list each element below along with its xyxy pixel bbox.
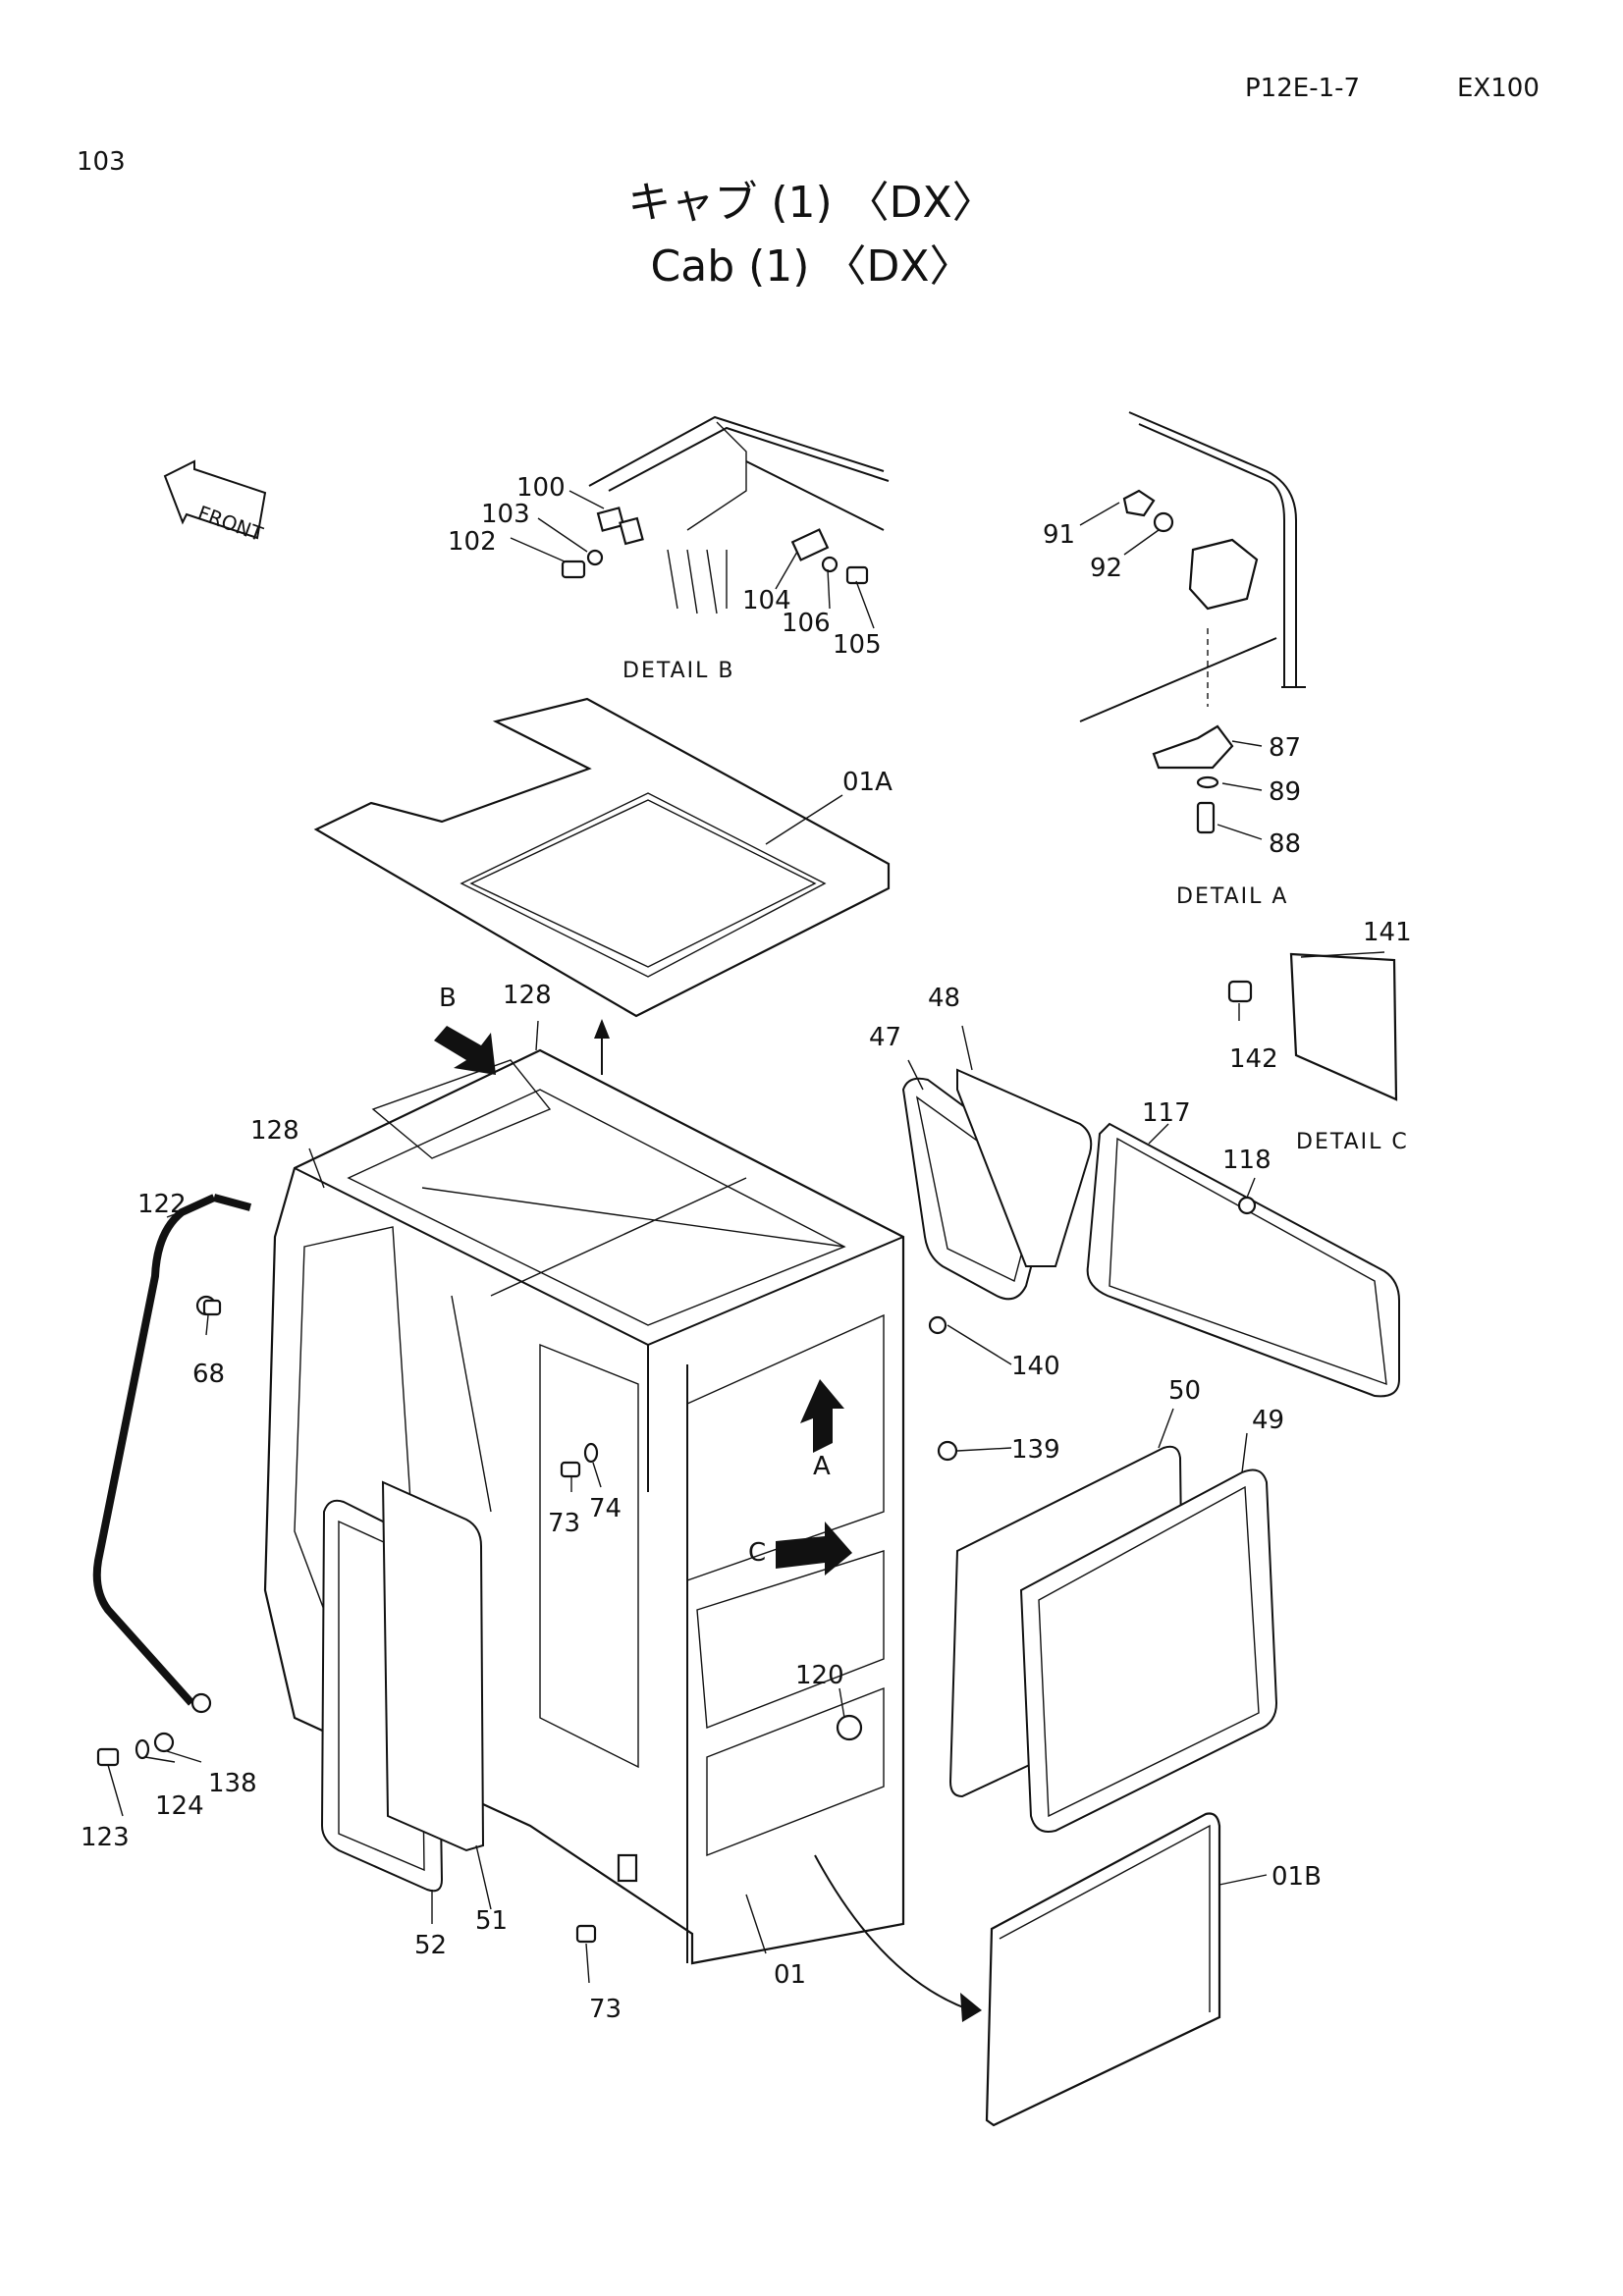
window-seal-49 [1019, 1468, 1278, 1833]
callout-49: 49 [1252, 1406, 1284, 1435]
callout-140: 140 [1011, 1352, 1060, 1381]
callout-88: 88 [1269, 829, 1301, 859]
window-glass-48 [956, 1068, 1093, 1267]
callout-141: 141 [1363, 918, 1412, 947]
callout-74: 74 [589, 1494, 622, 1523]
callout-91: 91 [1043, 520, 1075, 550]
front-label: FRONT [194, 501, 266, 546]
view-arrow-b-icon [434, 1026, 496, 1075]
title-japanese: キャブ (1) 〈DX〉 [627, 178, 996, 228]
callout-73-upper: 73 [548, 1509, 580, 1538]
callout-117: 117 [1142, 1098, 1191, 1128]
front-arrow-icon: FRONT [163, 459, 266, 546]
panel-arrow [814, 1854, 978, 2013]
callout-138: 138 [208, 1769, 257, 1798]
fasteners [96, 1196, 1257, 1944]
callout-73-lower: 73 [589, 1995, 622, 2024]
roof-panel-01a [313, 697, 891, 1018]
detail-a-drawing [1079, 411, 1306, 834]
detail-c-drawing [1227, 952, 1398, 1101]
handrail-122 [92, 1194, 252, 1714]
callout-01b: 01B [1271, 1862, 1322, 1892]
callout-128-left: 128 [250, 1116, 299, 1146]
callout-124: 124 [155, 1791, 204, 1821]
callout-92: 92 [1090, 554, 1122, 583]
callout-68: 68 [192, 1360, 225, 1389]
callout-01a: 01A [842, 768, 893, 797]
callout-51: 51 [475, 1906, 508, 1936]
callout-50: 50 [1168, 1376, 1201, 1406]
window-glass-117 [1086, 1122, 1400, 1398]
callout-128-top: 128 [503, 981, 552, 1010]
callout-89: 89 [1269, 777, 1301, 807]
callout-48: 48 [928, 984, 960, 1013]
callout-47: 47 [869, 1023, 901, 1052]
callout-139: 139 [1011, 1435, 1060, 1465]
page-reference: P12E-1-7 [1245, 74, 1361, 103]
detail-a-label: DETAIL A [1176, 884, 1288, 909]
callout-102: 102 [448, 527, 497, 557]
page-number: 103 [77, 147, 126, 177]
view-arrow-a-label: A [813, 1452, 831, 1481]
model-code: EX100 [1457, 74, 1540, 103]
callout-104: 104 [742, 586, 791, 615]
detail-b-label: DETAIL B [622, 659, 734, 683]
rear-panel-01b [985, 1812, 1221, 2127]
callout-106: 106 [782, 609, 831, 638]
callout-100: 100 [516, 473, 566, 503]
roof-arrow-head-icon [594, 1019, 610, 1039]
callout-87: 87 [1269, 733, 1301, 763]
callout-123: 123 [81, 1823, 130, 1852]
callout-122: 122 [137, 1190, 187, 1219]
view-arrow-c-label: C [748, 1538, 766, 1568]
window-glass-51 [381, 1480, 485, 1852]
callout-142: 142 [1229, 1044, 1278, 1074]
leader-lines [107, 490, 1385, 1984]
title-english: Cab (1) 〈DX〉 [650, 241, 973, 292]
view-arrow-b-label: B [439, 984, 457, 1013]
callout-120: 120 [795, 1661, 844, 1690]
panel-arrow-head-icon [960, 1993, 982, 2022]
callout-52: 52 [414, 1931, 447, 1960]
callout-105: 105 [833, 630, 882, 660]
detail-b-drawing [561, 415, 890, 614]
detail-c-label: DETAIL C [1296, 1130, 1409, 1154]
view-arrow-c-icon [776, 1522, 852, 1575]
view-arrow-a-icon [800, 1379, 844, 1453]
callout-01: 01 [774, 1960, 806, 1990]
callout-118: 118 [1222, 1146, 1271, 1175]
callout-103: 103 [481, 500, 530, 529]
